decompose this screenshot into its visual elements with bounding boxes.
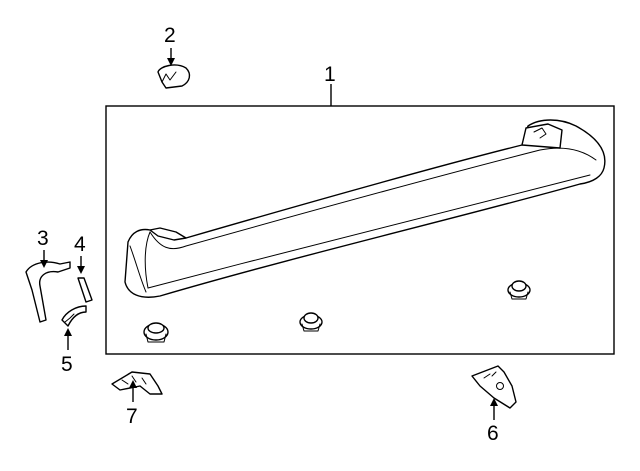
- part-1-spoiler[interactable]: [124, 119, 606, 298]
- part-5-seal[interactable]: [61, 305, 87, 327]
- part-4-pad[interactable]: [77, 277, 93, 303]
- part-7-bracket[interactable]: [111, 371, 163, 395]
- arrowhead-4: [77, 266, 85, 274]
- arrowhead-3: [40, 260, 48, 268]
- arrowhead-7: [129, 380, 137, 388]
- callout-4[interactable]: 4: [74, 233, 86, 256]
- part-6-bracket[interactable]: [471, 365, 517, 409]
- assembly-frame: [105, 105, 615, 355]
- clip-grommet-center[interactable]: [299, 312, 323, 332]
- callout-3[interactable]: 3: [37, 227, 49, 250]
- arrowhead-6: [490, 398, 498, 406]
- arrowhead-5: [64, 328, 72, 336]
- part-3-weatherstrip[interactable]: [25, 261, 71, 323]
- callout-2[interactable]: 2: [164, 24, 176, 47]
- callout-6[interactable]: 6: [487, 422, 499, 445]
- callout-5[interactable]: 5: [61, 353, 73, 376]
- part-2-cap[interactable]: [157, 64, 191, 89]
- clip-grommet-left[interactable]: [143, 322, 169, 343]
- arrowhead-2: [167, 58, 175, 66]
- clip-grommet-right[interactable]: [507, 280, 531, 300]
- callout-1[interactable]: 1: [324, 63, 336, 86]
- callout-7[interactable]: 7: [126, 405, 138, 428]
